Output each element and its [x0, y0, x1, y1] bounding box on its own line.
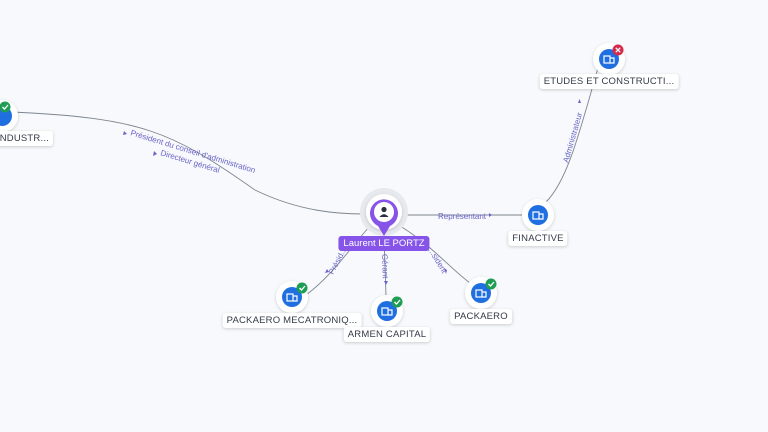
arrow-industr-2 — [153, 151, 157, 156]
company-label-etudes[interactable]: ETUDES ET CONSTRUCTI... — [539, 74, 679, 89]
building-icon — [286, 293, 298, 302]
company-node-packaero[interactable] — [465, 277, 497, 309]
company-node-finactive[interactable] — [522, 199, 554, 231]
status-active-badge — [296, 282, 308, 294]
person-label[interactable]: Laurent LE PORTZ — [338, 236, 430, 251]
status-active-badge — [391, 296, 403, 308]
close-icon — [615, 47, 621, 53]
arrow-industr-1 — [123, 131, 127, 135]
company-label-armen[interactable]: ARMEN CAPITAL — [343, 327, 431, 342]
arrow-packaero-meca — [325, 269, 329, 273]
status-active-badge — [0, 101, 11, 113]
relation-label-gerant: Gérant — [380, 254, 390, 280]
company-node-armen[interactable] — [371, 295, 403, 327]
company-label-industr[interactable]: U INDUSTR... — [0, 131, 54, 146]
arrow-finactive — [489, 213, 492, 217]
relation-label-president-ca: Président du conseil d'administration — [129, 128, 256, 175]
company-label-packaero-meca[interactable]: PACKAERO MECATRONIQ... — [222, 313, 362, 328]
check-icon — [2, 104, 9, 110]
check-icon — [394, 299, 401, 305]
company-node-industr[interactable] — [0, 100, 18, 132]
person-node[interactable] — [360, 188, 408, 236]
edge-packaero-meca — [305, 225, 371, 296]
company-label-finactive[interactable]: FINACTIVE — [508, 231, 568, 246]
arrow-armen — [384, 281, 388, 285]
check-icon — [299, 285, 306, 291]
arrow-packaero — [444, 268, 447, 274]
company-label-packaero[interactable]: PACKAERO — [450, 309, 512, 324]
building-icon — [603, 55, 615, 64]
edge-packaero — [399, 225, 471, 284]
company-node-etudes[interactable] — [593, 43, 625, 75]
arrow-etudes — [578, 99, 581, 103]
check-icon — [488, 281, 495, 287]
person-icon — [379, 206, 389, 217]
relation-label-administrateur: Administrateur — [561, 111, 584, 163]
building-icon — [475, 289, 487, 298]
building-icon — [532, 211, 544, 220]
building-icon — [381, 307, 393, 316]
edge-industr — [11, 111, 365, 215]
company-node-packaero-meca[interactable] — [276, 281, 308, 313]
status-active-badge — [485, 278, 497, 290]
relation-label-representant: Représentant — [438, 212, 487, 221]
